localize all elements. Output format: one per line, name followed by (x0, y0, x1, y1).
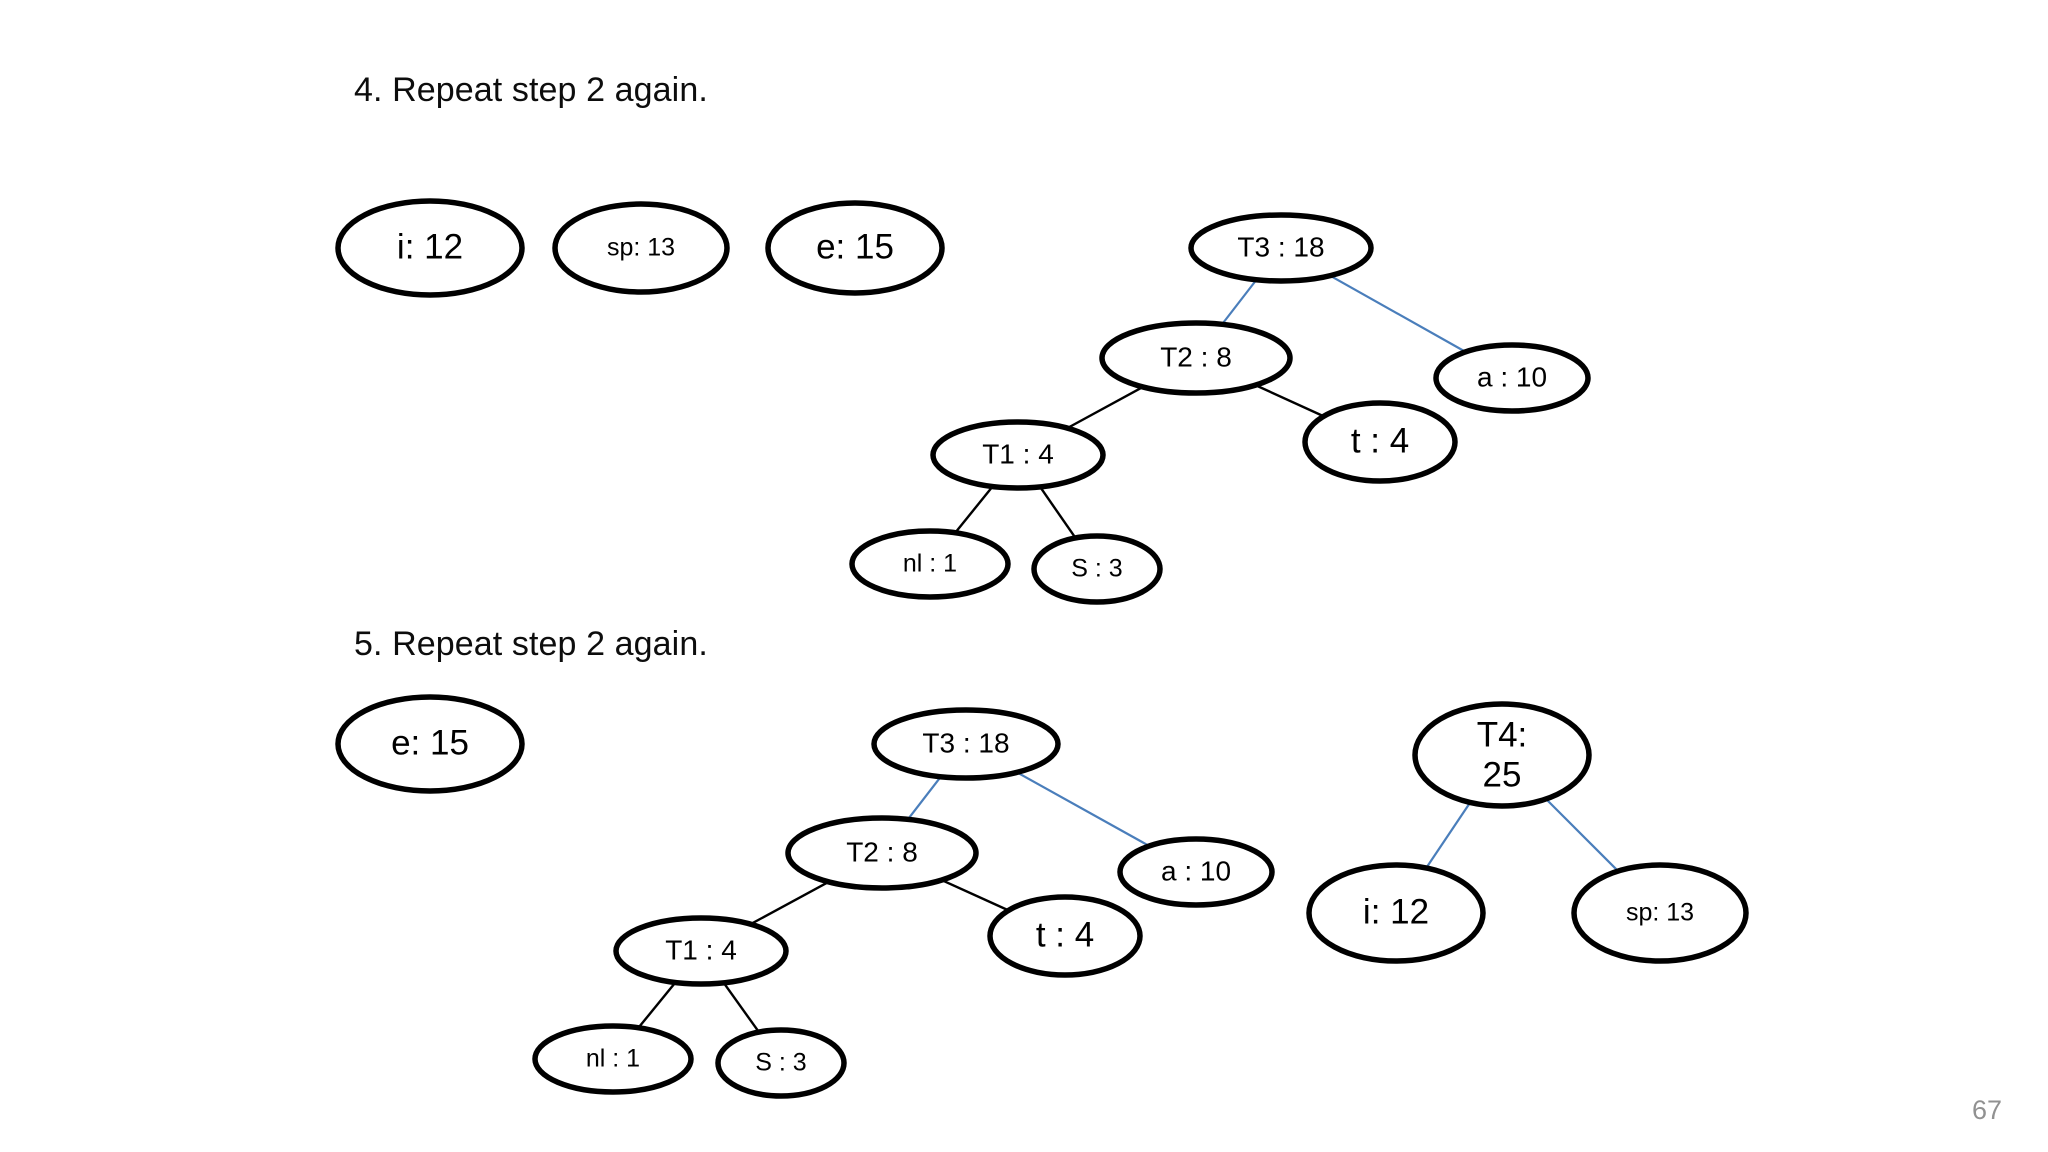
node-label: t : 4 (1036, 915, 1094, 954)
tree-edge-t3-18-to-a-10 (1329, 274, 1467, 353)
tree-node-sp-13[interactable]: sp: 13 (552, 201, 730, 295)
node-label: nl : 1 (586, 1045, 640, 1073)
tree-node-nl-1[interactable]: nl : 1 (849, 528, 1011, 600)
tree-edge-t1-4-to-s-3 (722, 982, 760, 1033)
node-label-line2: 25 (1483, 755, 1522, 794)
node-label: T2 : 8 (1160, 341, 1232, 372)
tree-edge-t1-4-to-nl-1 (954, 485, 994, 534)
tree-edge-t2-8-to-t-4 (1254, 384, 1325, 418)
tree-node-s-3[interactable]: S : 3 (1031, 533, 1163, 605)
node-label: T1 : 4 (665, 934, 737, 965)
node-ellipse-shape (552, 201, 730, 295)
node-ellipse-shape (765, 200, 945, 296)
tree-node-t-4[interactable]: t : 4 (1302, 400, 1458, 484)
node-label: T2 : 8 (846, 836, 918, 867)
nodes-group: i: 12 sp: 13 e: 15 T3 : 18 T2 : 8 a : 10 T1 : … (335, 198, 1749, 1099)
node-label: T3 : 18 (922, 727, 1009, 758)
tree-node-s-3[interactable]: S : 3 (715, 1027, 847, 1099)
node-label: sp: 13 (607, 234, 675, 262)
node-label: T1 : 4 (982, 438, 1054, 469)
tree-edge-t1-4-to-s-3 (1039, 486, 1077, 539)
tree-node-t2-8[interactable]: T2 : 8 (1099, 320, 1293, 396)
tree-edge-t4-to-sp-13 (1545, 798, 1619, 872)
node-ellipse-shape (1099, 320, 1293, 396)
tree-node-t2-8[interactable]: T2 : 8 (785, 815, 979, 891)
tree-node-sp-13[interactable]: sp: 13 (1571, 862, 1749, 964)
tree-edge-t2-8-to-t-4 (941, 878, 1009, 912)
node-ellipse-shape (987, 894, 1143, 978)
node-ellipse-shape (715, 1027, 847, 1099)
tree-node-a-10[interactable]: a : 10 (1433, 342, 1591, 414)
node-ellipse-shape (1188, 212, 1374, 284)
tree-edge-t2-8-to-t1-4 (749, 880, 830, 926)
step-4-heading: 4. Repeat step 2 again. (354, 71, 708, 109)
tree-node-t-4[interactable]: t : 4 (987, 894, 1143, 978)
tree-edge-t1-4-to-nl-1 (637, 981, 677, 1029)
node-label: T3 : 18 (1237, 231, 1324, 262)
tree-node-t3-18[interactable]: T3 : 18 (871, 707, 1061, 781)
node-label: nl : 1 (903, 550, 957, 578)
node-label: i: 12 (1363, 892, 1429, 931)
node-ellipse-shape (1117, 836, 1275, 908)
tree-node-t4-25[interactable]: T4:25 (1412, 701, 1592, 809)
node-ellipse-shape (1302, 400, 1458, 484)
node-label: i: 12 (397, 227, 463, 266)
node-ellipse-shape (871, 707, 1061, 781)
node-label: e: 15 (391, 723, 469, 762)
tree-edge-t3-18-to-a-10 (1016, 771, 1150, 847)
node-label: a : 10 (1477, 361, 1547, 392)
tree-edge-t3-18-to-t2-8 (1221, 279, 1258, 326)
node-label: e: 15 (816, 227, 894, 266)
node-ellipse-shape (1433, 342, 1591, 414)
step-5-heading: 5. Repeat step 2 again. (354, 625, 708, 663)
node-ellipse-shape (1571, 862, 1749, 964)
tree-node-t3-18[interactable]: T3 : 18 (1188, 212, 1374, 284)
tree-node-t1-4[interactable]: T1 : 4 (930, 419, 1106, 491)
tree-node-e-15[interactable]: e: 15 (765, 200, 945, 296)
node-ellipse-shape (930, 419, 1106, 491)
page-number: 67 (1971, 1095, 2002, 1125)
tree-node-nl-1[interactable]: nl : 1 (532, 1023, 694, 1095)
node-ellipse-shape (785, 815, 979, 891)
tree-node-e-15[interactable]: e: 15 (335, 694, 525, 794)
tree-edge-t4-to-i-12 (1425, 801, 1472, 869)
node-label: S : 3 (755, 1049, 806, 1077)
tree-node-i-12[interactable]: i: 12 (1306, 862, 1486, 964)
tree-edge-t2-8-to-t1-4 (1066, 385, 1144, 430)
tree-edge-t3-18-to-t2-8 (907, 776, 942, 821)
node-ellipse-shape (1031, 533, 1163, 605)
node-label: t : 4 (1351, 421, 1409, 460)
edges-group (637, 274, 1619, 1033)
node-label: S : 3 (1071, 555, 1122, 583)
tree-node-a-10[interactable]: a : 10 (1117, 836, 1275, 908)
node-ellipse-shape (532, 1023, 694, 1095)
node-label: a : 10 (1161, 855, 1231, 886)
node-ellipse-shape (335, 694, 525, 794)
node-ellipse-shape (1306, 862, 1486, 964)
node-ellipse-shape (335, 198, 525, 298)
tree-node-i-12[interactable]: i: 12 (335, 198, 525, 298)
node-ellipse-shape (849, 528, 1011, 600)
node-label-line1: T4: (1477, 715, 1528, 754)
node-ellipse-shape (613, 915, 789, 987)
node-ellipse-shape (1412, 701, 1592, 809)
tree-node-t1-4[interactable]: T1 : 4 (613, 915, 789, 987)
node-label: sp: 13 (1626, 899, 1694, 927)
